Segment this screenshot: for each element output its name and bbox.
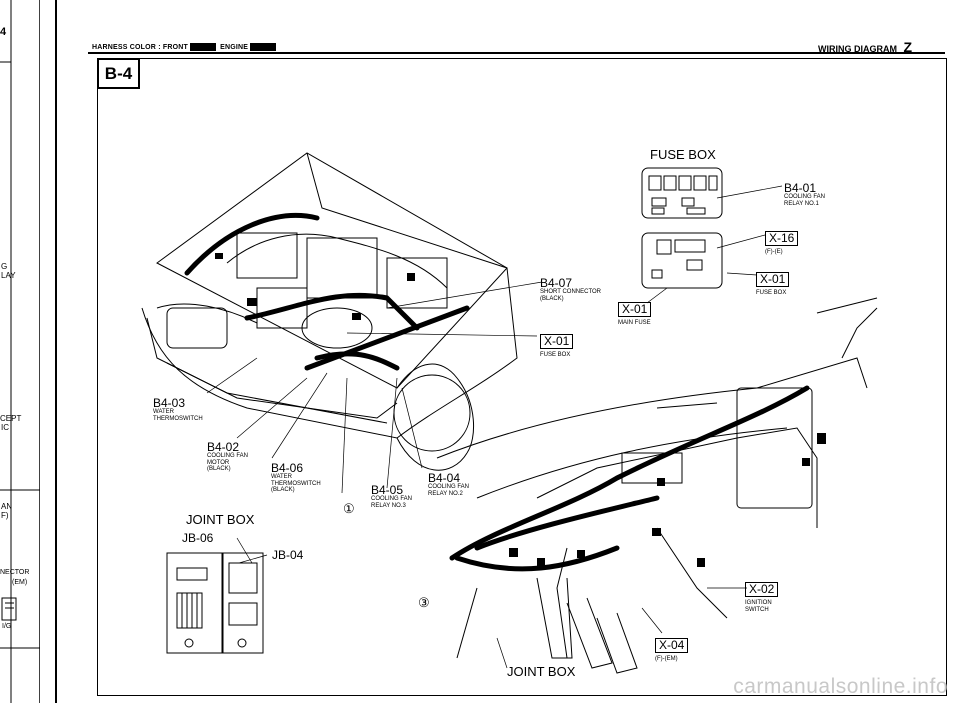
strip-text-6: AN	[1, 502, 13, 511]
label-b4-04-code: B4-04	[428, 471, 461, 485]
page-title: WIRING DIAGRAM Z	[818, 39, 912, 55]
engine-label: ENGINE	[220, 43, 249, 51]
front-color-swatch	[189, 43, 216, 51]
label-b4-05-code: B4-05	[371, 483, 404, 497]
wiring-diagram-title: WIRING DIAGRAM	[818, 44, 897, 54]
section-letter: Z	[903, 39, 913, 55]
label-b4-03-desc-2: THERMOSWITCH	[153, 415, 203, 422]
watermark: carmanualsonline.info	[733, 675, 948, 698]
label-x02: X-02 IGNITION SWITCH	[745, 580, 779, 613]
strip-text-10: I/G	[2, 623, 12, 630]
joint-box-bottom-label: JOINT BOX	[507, 664, 576, 679]
label-b4-07-code: B4-07	[540, 276, 573, 290]
harness-color-legend: HARNESS COLOR : FRONT ENGINE	[92, 43, 278, 51]
label-x01-main-code: X-01	[618, 302, 652, 317]
label-jb04: JB-04	[272, 548, 304, 562]
joint-box-jb04	[222, 552, 264, 654]
label-x01-fuse-right: X-01 FUSE BOX	[756, 270, 790, 297]
label-b4-05-desc-1: COOLING FAN	[371, 496, 413, 502]
label-b4-02-desc-2: MOTOR	[207, 459, 230, 466]
label-x01-fuse-right-desc: FUSE BOX	[756, 290, 787, 296]
label-b4-02-desc-3: (BLACK)	[207, 466, 231, 472]
label-b4-06-desc-3: (BLACK)	[271, 487, 295, 493]
label-b4-01-code: B4-01	[784, 181, 817, 195]
strip-text-2: G	[1, 262, 8, 271]
strip-text-5: IC	[1, 423, 9, 432]
label-x04-code: X-04	[655, 638, 689, 653]
label-x01-main-desc: MAIN FUSE	[618, 320, 651, 326]
label-b4-07: B4-07 SHORT CONNECTOR (BLACK)	[540, 277, 601, 302]
label-b4-02-code: B4-02	[207, 440, 240, 454]
label-b4-03: B4-03 WATER THERMOSWITCH	[153, 397, 203, 422]
label-b4-06-code: B4-06	[271, 461, 304, 475]
label-x04-desc: (F)-(EM)	[655, 656, 678, 662]
label-b4-07-desc-1: SHORT CONNECTOR	[540, 289, 602, 295]
page-gutter-line	[55, 0, 57, 703]
label-b4-03-code: B4-03	[153, 396, 186, 410]
label-x01-main: X-01 MAIN FUSE	[618, 300, 652, 327]
joint-box-title: JOINT BOX	[186, 512, 255, 527]
label-x16: X-16 (F)-(E)	[765, 229, 799, 256]
label-b4-01: B4-01 COOLING FAN RELAY NO.1	[784, 182, 825, 207]
label-b4-04: B4-04 COOLING FAN RELAY NO.2	[428, 472, 469, 497]
label-x01-fuse-right-code: X-01	[756, 272, 790, 287]
label-b4-02-desc-1: COOLING FAN	[207, 453, 249, 459]
fuse-box-top	[641, 167, 723, 219]
label-b4-05: B4-05 COOLING FAN RELAY NO.3	[371, 484, 412, 509]
header-rule	[88, 52, 945, 54]
diagram-frame	[97, 58, 947, 696]
wiring-illustration	[141, 152, 878, 674]
label-x16-desc: (F)-(E)	[765, 249, 783, 255]
strip-text-7: F)	[1, 511, 9, 520]
strip-text-1: 4	[0, 26, 7, 38]
label-x02-code: X-02	[745, 582, 779, 597]
label-b4-06-desc-2: THERMOSWITCH	[271, 480, 321, 487]
label-b4-06-desc-1: WATER	[271, 474, 292, 480]
strip-text-3: LAY	[1, 271, 16, 280]
section-tag: B-4	[97, 58, 140, 89]
label-x04: X-04 (F)-(EM)	[655, 636, 689, 663]
fuse-box-lower	[641, 232, 723, 289]
joint-box-jb06	[166, 552, 223, 654]
label-b4-07-desc-2: (BLACK)	[540, 295, 564, 302]
label-b4-04-desc-1: COOLING FAN	[428, 484, 470, 490]
fuse-box-title: FUSE BOX	[650, 147, 716, 162]
label-b4-05-desc-2: RELAY NO.3	[371, 502, 406, 509]
label-jb06: JB-06	[182, 531, 214, 545]
engine-color-swatch	[250, 43, 277, 51]
label-x02-desc-1: IGNITION	[745, 600, 772, 606]
marker-1: ①	[343, 501, 355, 516]
harness-label: HARNESS COLOR : FRONT	[92, 43, 188, 51]
label-b4-02: B4-02 COOLING FAN MOTOR (BLACK)	[207, 441, 248, 473]
strip-text-8: NECTOR	[0, 569, 30, 576]
label-b4-06: B4-06 WATER THERMOSWITCH (BLACK)	[271, 462, 321, 494]
label-x16-code: X-16	[765, 231, 799, 246]
previous-page-strip: 4 G LAY CEPT IC AN F) NECTOR (EM) I/G	[0, 0, 40, 703]
front-harness	[184, 212, 320, 276]
label-x01-fuse-mid-code: X-01	[540, 334, 574, 349]
label-b4-01-desc-2: RELAY NO.1	[784, 200, 819, 207]
label-x01-fuse-mid-desc: FUSE BOX	[540, 352, 571, 358]
label-x01-fuse-mid: X-01 FUSE BOX	[540, 332, 574, 359]
strip-text-4: CEPT	[0, 414, 22, 423]
label-b4-01-desc-1: COOLING FAN	[784, 194, 826, 200]
label-b4-03-desc-1: WATER	[153, 409, 174, 415]
strip-text-9: (EM)	[12, 579, 28, 586]
marker-3: ③	[418, 595, 430, 610]
label-x02-desc-2: SWITCH	[745, 606, 769, 613]
label-b4-04-desc-2: RELAY NO.2	[428, 490, 463, 497]
